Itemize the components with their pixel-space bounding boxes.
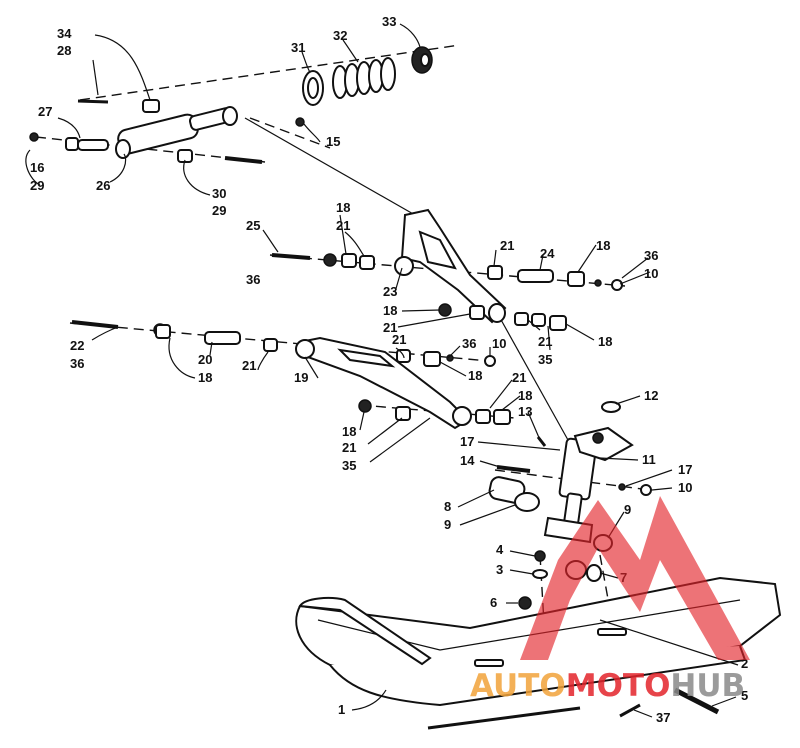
watermark-moto: MOTO — [566, 668, 671, 704]
callout-15: 15 — [326, 134, 340, 149]
watermark-triangle-mark — [520, 496, 750, 660]
callout-18g: 18 — [518, 388, 532, 403]
callout-3: 3 — [496, 562, 503, 577]
callout-35a: 35 — [538, 352, 552, 367]
callout-31: 31 — [291, 40, 305, 55]
callout-21a: 21 — [336, 218, 350, 233]
callout-18d: 18 — [598, 334, 612, 349]
watermark-auto: AUTO — [470, 668, 566, 704]
callout-17b: 17 — [678, 462, 692, 477]
callout-18b: 18 — [596, 238, 610, 253]
callout-21g: 21 — [512, 370, 526, 385]
callout-22: 22 — [70, 338, 84, 353]
callout-13: 13 — [518, 404, 532, 419]
callout-2: 2 — [741, 656, 748, 671]
callout-19: 19 — [294, 370, 308, 385]
callout-11: 11 — [642, 452, 656, 467]
callout-4: 4 — [496, 542, 504, 557]
svg-text:AUTOMOTOHUB: AUTOMOTOHUB — [470, 668, 745, 704]
callout-21c: 21 — [383, 320, 397, 335]
callout-21e: 21 — [242, 358, 256, 373]
callout-16: 16 — [30, 160, 44, 175]
callout-32: 32 — [333, 28, 347, 43]
callout-18c: 18 — [383, 303, 397, 318]
callout-10b: 10 — [492, 336, 506, 351]
callout-9a: 9 — [444, 517, 451, 532]
callout-10a: 10 — [644, 266, 658, 281]
callout-6: 6 — [490, 595, 497, 610]
callout-18f: 18 — [468, 368, 482, 383]
callout-17a: 17 — [460, 434, 474, 449]
callout-20: 20 — [198, 352, 212, 367]
callout-30: 30 — [212, 186, 226, 201]
callout-21b: 21 — [500, 238, 514, 253]
callout-21d: 21 — [538, 334, 552, 349]
callout-18e: 18 — [198, 370, 212, 385]
watermark-hub: HUB — [670, 668, 745, 704]
callout-25: 25 — [246, 218, 260, 233]
callout-28: 28 — [57, 43, 71, 58]
callout-10c: 10 — [678, 480, 692, 495]
callout-36b: 36 — [644, 248, 658, 263]
hardware-lower-row — [71, 320, 511, 425]
callout-1: 1 — [338, 702, 345, 717]
callout-35b: 35 — [342, 458, 356, 473]
callout-18a: 18 — [336, 200, 350, 215]
lower-a-arm — [295, 336, 472, 430]
callout-23: 23 — [383, 284, 397, 299]
callout-26: 26 — [96, 178, 110, 193]
hardware-upper-row — [271, 253, 623, 331]
callout-5: 5 — [741, 688, 748, 703]
callout-14: 14 — [460, 453, 475, 468]
callout-29a: 29 — [30, 178, 44, 193]
callout-36c: 36 — [70, 356, 84, 371]
callout-36d: 36 — [462, 336, 476, 351]
watermark-logo: AUTOMOTOHUB — [470, 496, 750, 704]
callout-8: 8 — [444, 499, 451, 514]
callout-36a: 36 — [246, 272, 260, 287]
callout-34: 34 — [57, 26, 72, 41]
callout-9b: 9 — [624, 502, 631, 517]
callout-12: 12 — [644, 388, 658, 403]
upper-a-arm — [394, 208, 507, 324]
callout-33: 33 — [382, 14, 396, 29]
shock-absorber — [115, 106, 238, 159]
callout-29b: 29 — [212, 203, 226, 218]
spring-assembly — [302, 46, 433, 106]
callout-labels: 34 28 27 16 29 26 30 29 31 32 33 15 18 2… — [30, 14, 748, 725]
callout-37: 37 — [656, 710, 670, 725]
callout-18h: 18 — [342, 424, 356, 439]
callout-21f: 21 — [392, 332, 406, 347]
callout-21h: 21 — [342, 440, 356, 455]
callout-27: 27 — [38, 104, 52, 119]
leader-lines — [25, 23, 739, 718]
callout-24: 24 — [540, 246, 555, 261]
